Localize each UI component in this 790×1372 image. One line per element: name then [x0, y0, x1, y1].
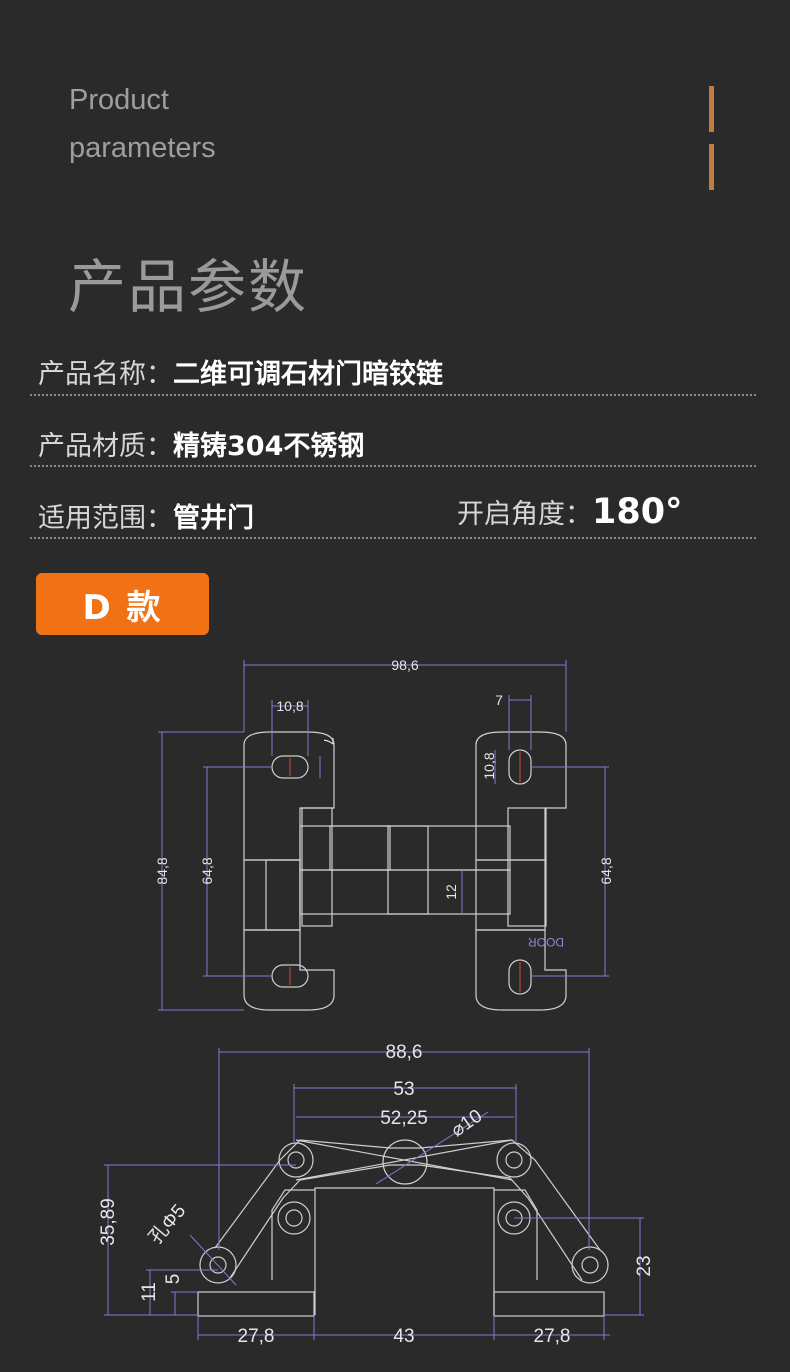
- front-view-centerlines: [289, 752, 521, 992]
- param-row-name: 产品名称：二维可调石材门暗铰链: [38, 352, 443, 391]
- english-title: Product parameters: [69, 76, 216, 172]
- dim-slot-height: 7: [321, 737, 337, 745]
- accent-bar-top: [709, 86, 714, 132]
- dim-base-right: 27,8: [534, 1326, 571, 1347]
- dim-top-overall-width: 88,6: [386, 1042, 423, 1063]
- param-row-usage: 适用范围：管井门: [38, 496, 254, 535]
- param-material-label: 产品材质：: [38, 431, 173, 462]
- door-mark: DOOR: [528, 935, 564, 949]
- front-view-drawing: 98,6 10,8 7 7 10,8 84,8 64,8 64,8 12 DOO…: [154, 657, 614, 1011]
- param-angle-label: 开启角度：: [457, 499, 592, 530]
- dim-arm-width: 12: [443, 884, 459, 900]
- dim-right-slot-width: 7: [495, 692, 503, 708]
- top-view-dimensions: [104, 1048, 644, 1340]
- dim-hole-spacing-left: 64,8: [199, 857, 215, 884]
- front-view-outline: [243, 731, 567, 1011]
- divider: [30, 537, 756, 539]
- dim-height-11: 11: [139, 1282, 160, 1302]
- page-title: 产品参数: [68, 253, 309, 321]
- top-view-drawing: 88,6 53 52,25 ⌀10 35,89 孔Φ5 11 5 23 27,8…: [98, 1042, 655, 1347]
- param-row-angle: 开启角度：180°: [457, 492, 683, 532]
- param-usage-label: 适用范围：: [38, 503, 173, 534]
- divider: [30, 465, 756, 467]
- dim-overall-width: 98,6: [391, 657, 418, 673]
- dim-base-mid: 43: [393, 1326, 414, 1347]
- front-view-labels: 98,6 10,8 7 7 10,8 84,8 64,8 64,8 12 DOO…: [154, 657, 614, 949]
- front-view-dimensions: [158, 660, 609, 1011]
- dim-slot-width: 10,8: [276, 698, 303, 714]
- english-title-line1: Product: [69, 84, 169, 116]
- divider: [30, 394, 756, 396]
- dim-hole-spacing-right: 64,8: [598, 857, 614, 884]
- dim-overall-height: 84,8: [154, 857, 170, 884]
- dim-pivot-span: 53: [393, 1079, 414, 1100]
- param-name-value: 二维可调石材门暗铰链: [173, 359, 443, 390]
- dim-hole: 孔Φ5: [145, 1200, 191, 1248]
- param-material-value: 精铸304不锈钢: [173, 431, 365, 462]
- model-badge: D 款: [36, 573, 209, 635]
- param-angle-value: 180°: [592, 492, 683, 532]
- dim-base-left: 27,8: [238, 1326, 275, 1347]
- accent-bar-bottom: [709, 144, 714, 190]
- dim-pivot-span-inner: 52,25: [380, 1108, 428, 1129]
- dim-depth: 35,89: [98, 1198, 119, 1246]
- english-title-line2: parameters: [69, 132, 216, 164]
- param-usage-value: 管井门: [173, 503, 254, 534]
- dim-height-5: 5: [163, 1274, 184, 1285]
- dim-right-slot-height: 10,8: [481, 752, 497, 779]
- dim-center-diameter: ⌀10: [447, 1106, 486, 1142]
- dim-height-23: 23: [634, 1255, 655, 1276]
- param-name-label: 产品名称：: [38, 359, 173, 390]
- param-row-material: 产品材质：精铸304不锈钢: [38, 424, 364, 463]
